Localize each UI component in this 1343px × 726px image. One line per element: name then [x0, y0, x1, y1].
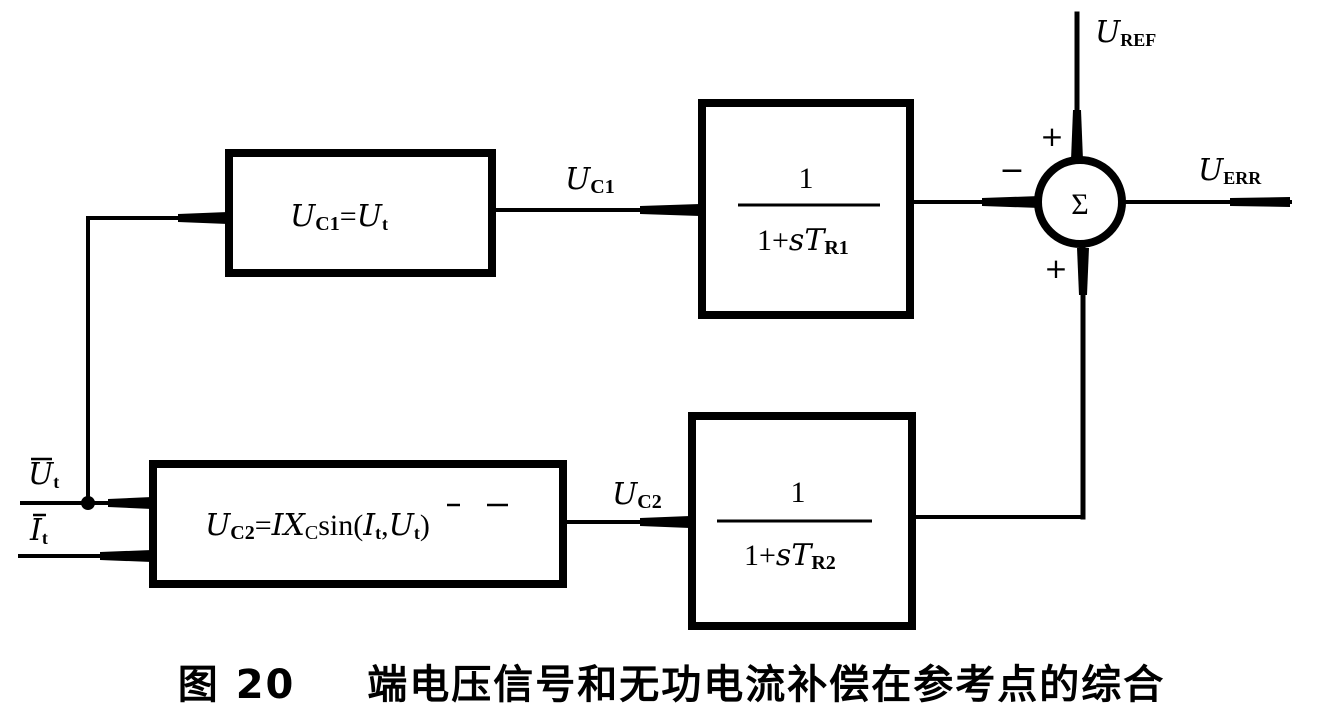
arrow-into-comp1	[178, 212, 228, 224]
figure-caption: 图 20 端电压信号和无功电流补偿在参考点的综合	[0, 652, 1343, 710]
signal-label-uc2: UC2	[612, 477, 662, 513]
arrow-into-comp2-ut	[108, 497, 152, 509]
signal-label-uref: UREF	[1095, 15, 1156, 50]
sign-left: −	[999, 153, 1024, 188]
arrow-into-filter2	[640, 516, 690, 528]
arrow-into-summer-left	[982, 196, 1040, 208]
arrow-uerr-output	[1230, 197, 1290, 207]
figure-title: 端电压信号和无功电流补偿在参考点的综合	[367, 662, 1166, 708]
arrow-into-comp2-it	[100, 550, 152, 562]
sign-bottom: +	[1044, 252, 1067, 285]
filter-1-numerator: 1	[799, 162, 814, 195]
input-label-ut: Ut	[28, 457, 59, 492]
input-label-it: It	[29, 513, 48, 548]
signal-label-uerr: UERR	[1198, 153, 1262, 188]
block-compensator-2	[149, 460, 567, 588]
arrow-into-summer-top	[1071, 110, 1083, 160]
junction-dot	[81, 496, 95, 510]
arrow-into-summer-bottom	[1077, 248, 1089, 295]
compensator-1-equation: UC1=Ut	[290, 199, 388, 235]
signal-label-uc1: UC1	[565, 162, 615, 198]
summing-junction	[1034, 156, 1126, 248]
block-compensator-1	[225, 149, 496, 277]
summer-symbol: Σ	[1071, 188, 1088, 221]
sign-top: +	[1040, 120, 1063, 153]
arrow-into-filter1	[640, 204, 700, 216]
filter-2-denominator: 1+sTR2	[744, 538, 836, 574]
figure-label: 图 20	[177, 662, 296, 708]
filter-2-numerator: 1	[791, 476, 806, 509]
block-filter-1	[698, 99, 914, 319]
filter-1-denominator: 1+sTR1	[757, 223, 849, 259]
compensator-2-equation: UC2=IXCsin(It,Ut)	[205, 508, 430, 544]
